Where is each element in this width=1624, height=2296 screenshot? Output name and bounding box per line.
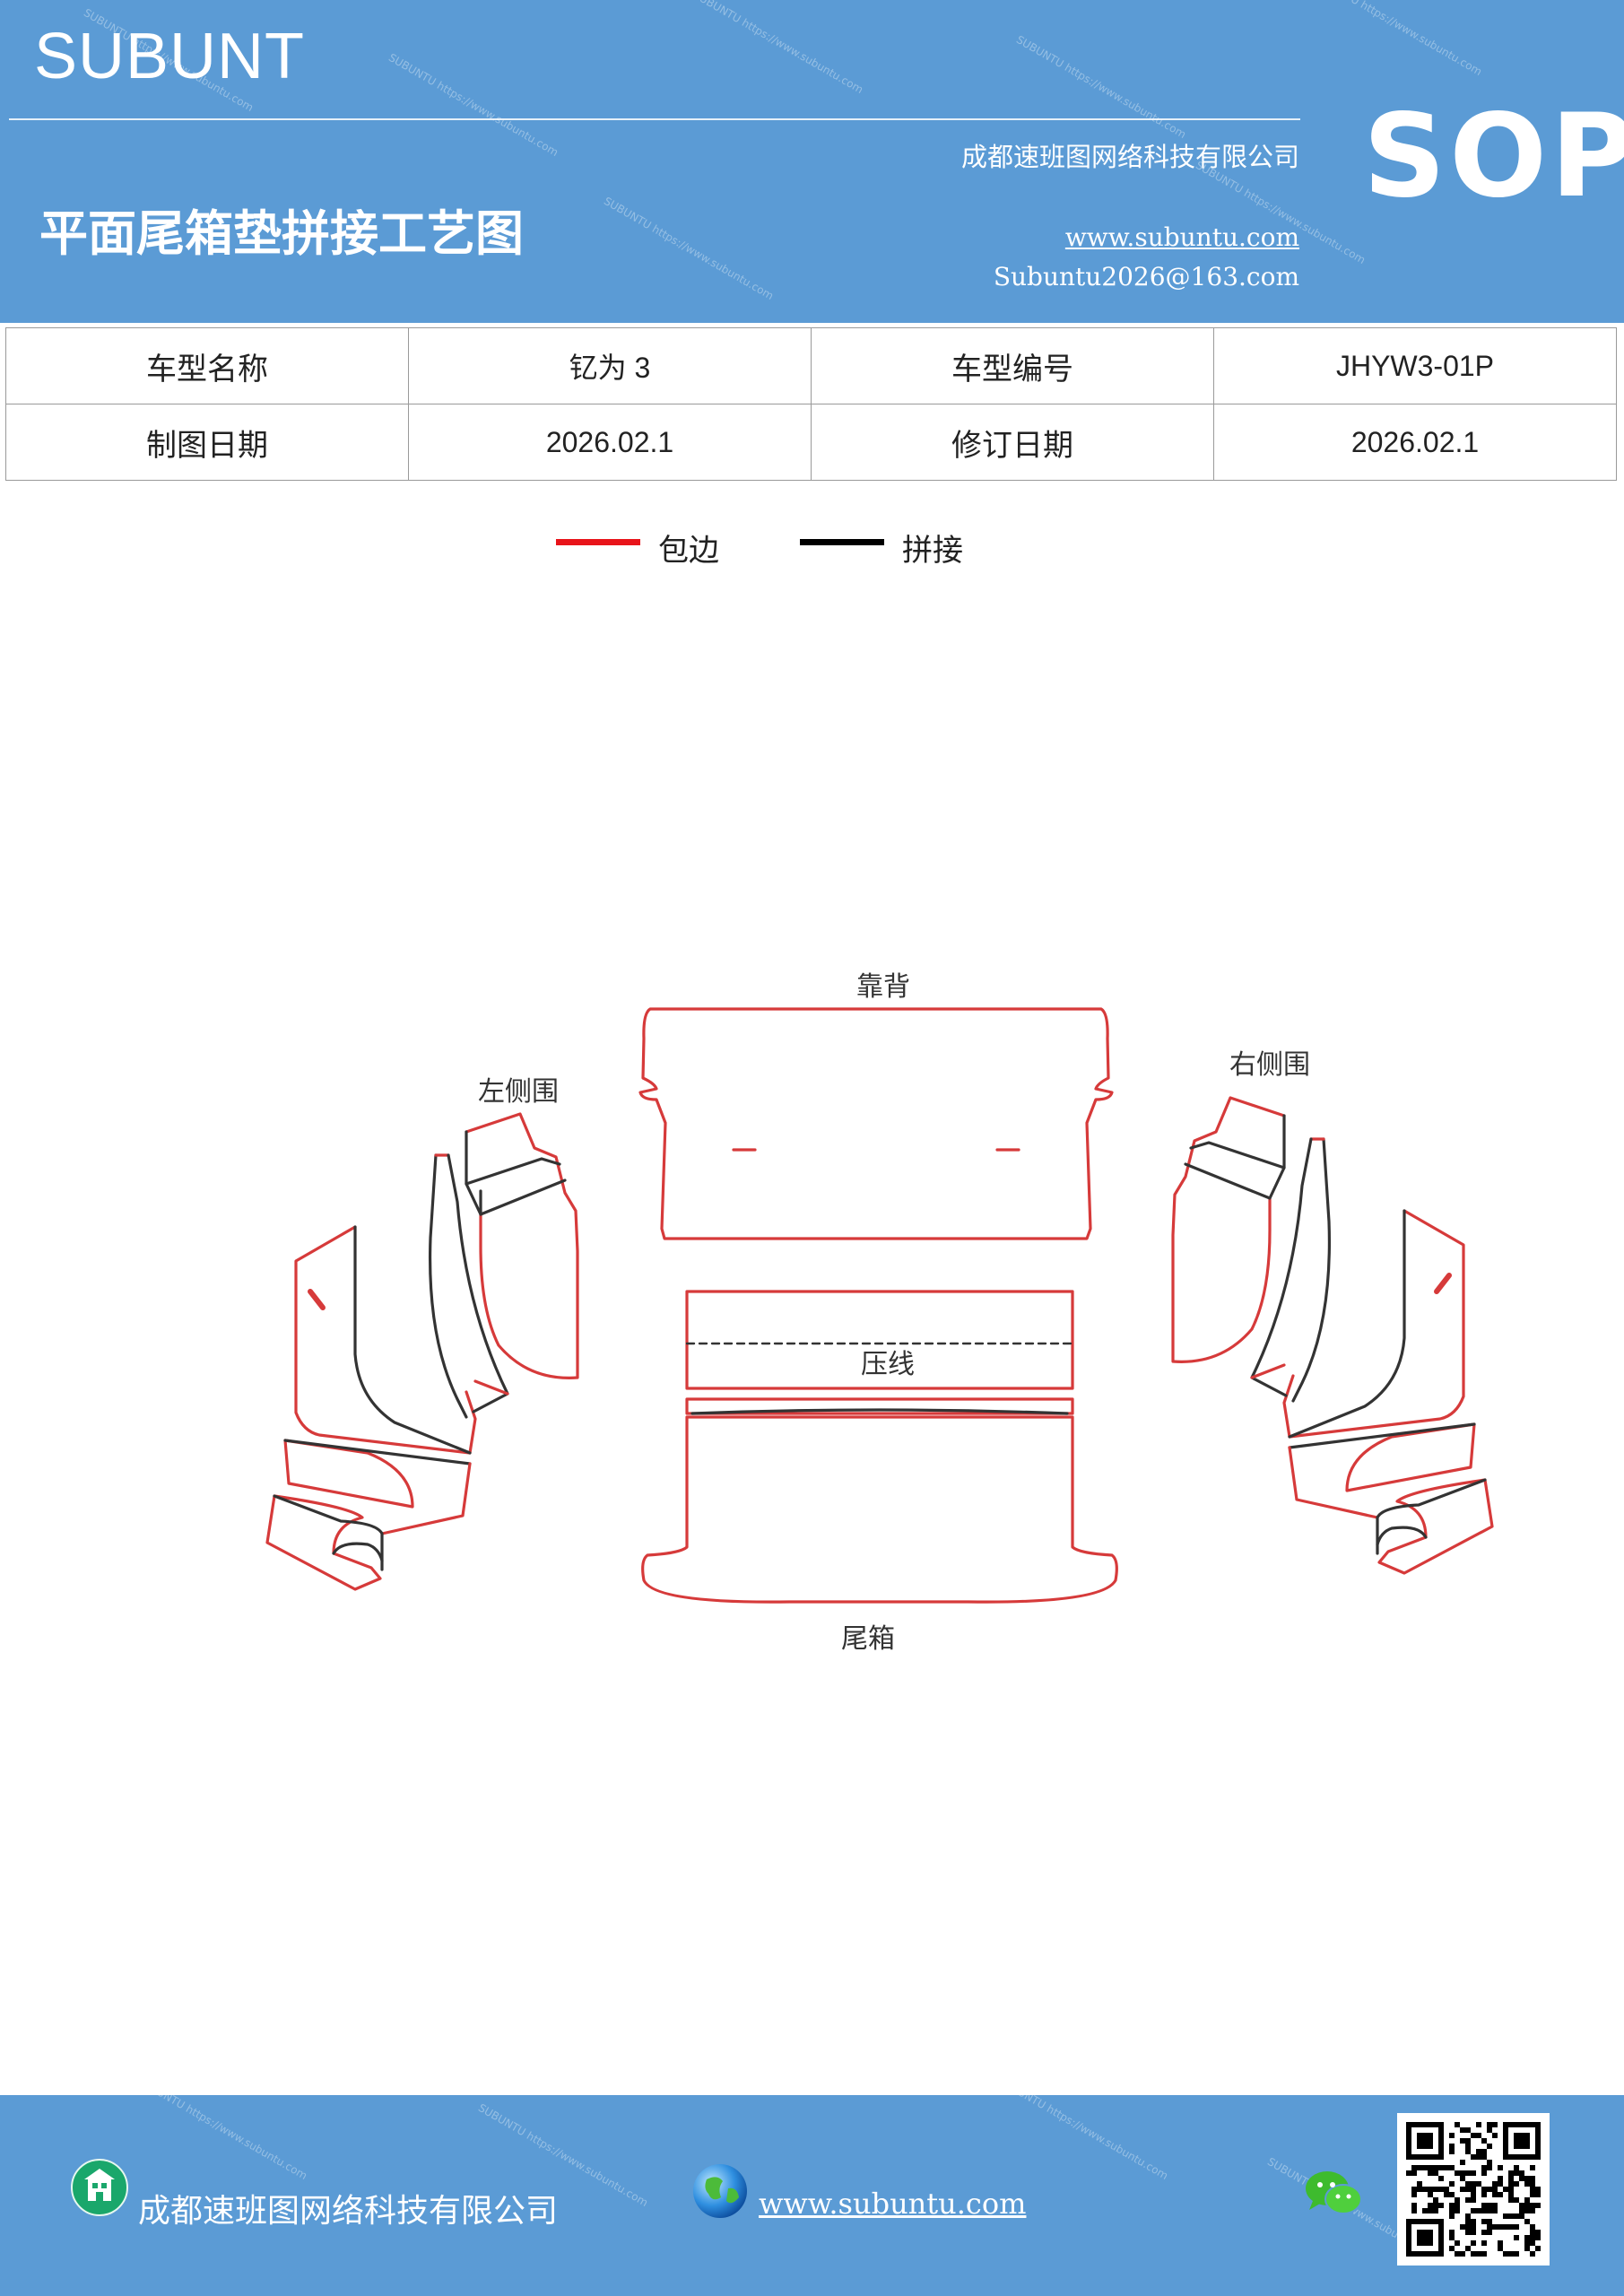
- website-link[interactable]: www.subuntu.com: [1064, 222, 1299, 252]
- sop-mark: SOP: [1363, 90, 1624, 223]
- left-side-label: 左侧围: [478, 1076, 559, 1108]
- trunk-mat-diagram: 靠背 左侧围 右侧围 压线 尾箱: [265, 971, 1494, 1655]
- trunk-piece: [641, 1290, 1118, 1604]
- header-banner: SUBUNTU https://www.subuntu.com SUBUNTU …: [0, 0, 1624, 323]
- legend-label-edge: 包边: [658, 533, 719, 569]
- legend-swatch-edge: [556, 539, 640, 545]
- model-name-value: 钇为 3: [408, 327, 812, 404]
- legend: 包边 拼接: [0, 526, 1624, 570]
- table-row: 车型名称 钇为 3 车型编号 JHYW3-01P: [5, 327, 1617, 404]
- brand-logo-text: SUBUNT: [34, 21, 306, 92]
- draw-date-label: 制图日期: [5, 404, 409, 481]
- watermark: SUBUNTU https://www.subuntu.com: [386, 50, 560, 160]
- trunk-label: 尾箱: [841, 1623, 895, 1655]
- email-address[interactable]: Subuntu2026@163.com: [993, 262, 1299, 291]
- footer-website-link[interactable]: www.subuntu.com: [759, 2187, 1027, 2221]
- vehicle-info-table: 车型名称 钇为 3 车型编号 JHYW3-01P 制图日期 2026.02.1 …: [5, 327, 1617, 481]
- backrest-label: 靠背: [856, 971, 910, 1003]
- watermark: SUBUNTU https://www.subuntu.com: [995, 2095, 1170, 2183]
- wechat-icon[interactable]: [1302, 2167, 1365, 2221]
- globe-icon: [693, 2164, 747, 2218]
- table-row: 制图日期 2026.02.1 修订日期 2026.02.1: [5, 404, 1617, 481]
- building-icon: [71, 2159, 128, 2216]
- watermark: SUBUNTU https://www.subuntu.com: [690, 0, 865, 97]
- left-side-wall-piece: [265, 1112, 579, 1591]
- qr-code-image: [1406, 2122, 1541, 2257]
- watermark: SUBUNTU https://www.subuntu.com: [135, 2095, 309, 2183]
- backrest-piece: [638, 1007, 1114, 1240]
- revise-date-label: 修订日期: [811, 404, 1214, 481]
- footer-company-name: 成都速班图网络科技有限公司: [138, 2193, 559, 2230]
- page-title: 平面尾箱垫拼接工艺图: [39, 204, 524, 262]
- model-code-value: JHYW3-01P: [1213, 327, 1617, 404]
- revise-date-value: 2026.02.1: [1213, 404, 1617, 481]
- right-side-wall-piece: [1171, 1096, 1494, 1575]
- company-name: 成都速班图网络科技有限公司: [960, 142, 1299, 172]
- watermark: SUBUNTU https://www.subuntu.com: [601, 194, 776, 303]
- qr-code[interactable]: [1397, 2113, 1550, 2266]
- header-divider: [9, 118, 1300, 120]
- crease-label: 压线: [861, 1349, 915, 1380]
- draw-date-value: 2026.02.1: [408, 404, 812, 481]
- watermark: SUBUNTU https://www.subuntu.com: [1013, 32, 1188, 142]
- legend-swatch-seam: [800, 539, 884, 545]
- model-code-label: 车型编号: [811, 327, 1214, 404]
- legend-label-seam: 拼接: [902, 533, 963, 569]
- model-name-label: 车型名称: [5, 327, 409, 404]
- right-side-label: 右侧围: [1229, 1049, 1310, 1081]
- watermark: SUBUNTU https://www.subuntu.com: [1309, 0, 1484, 79]
- footer-banner: SUBUNTU https://www.subuntu.com SUBUNTU …: [0, 2095, 1624, 2296]
